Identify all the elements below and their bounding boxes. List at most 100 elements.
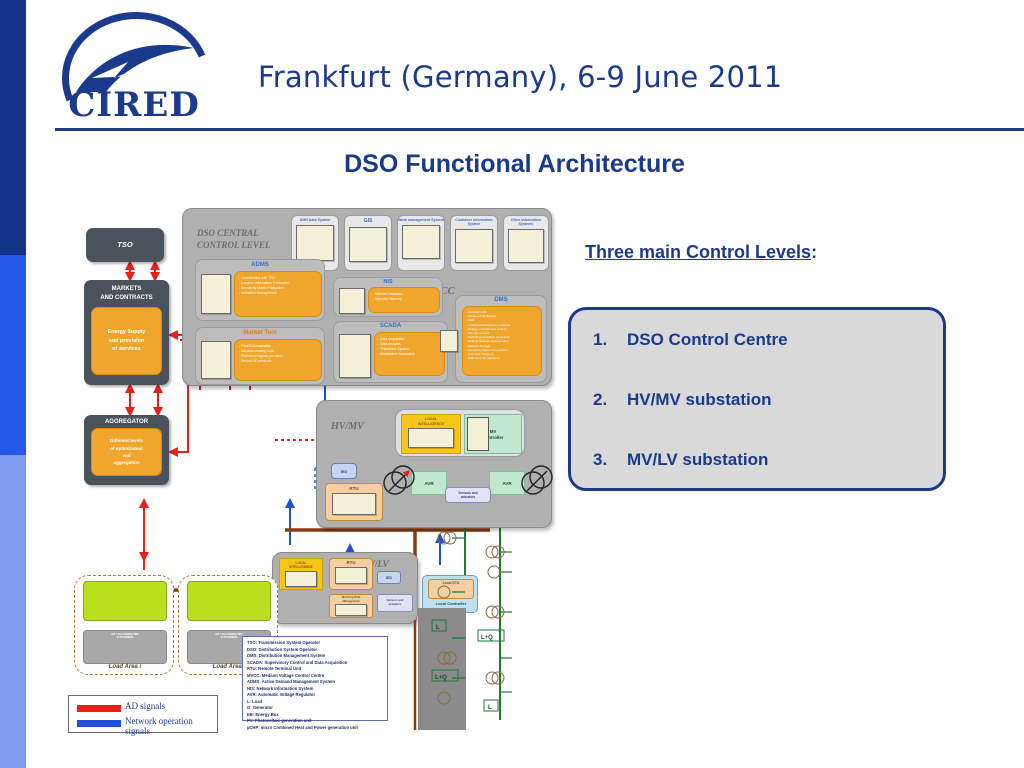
sidebar-band-mid <box>0 255 26 455</box>
load-area-j-label: Load Area j <box>212 664 246 670</box>
control-level-2-label: HV/MV substation <box>627 390 772 409</box>
signal-legend: AD signals Network operation signals <box>68 695 218 736</box>
abbr-item: PV: Photovoltaic generation unit <box>247 718 312 723</box>
abbreviation-legend: TSO: Transmission System Operator DSO: D… <box>242 636 388 730</box>
dms-title: DMS <box>494 297 508 303</box>
control-level-2-number: 2. <box>593 390 608 409</box>
abbr-item: AVR: Automatic Voltage Regulator <box>247 692 316 697</box>
scada-container: SCADA - Data Acquisition - Data Analysis… <box>333 321 448 383</box>
abbr-item: RTU: Remote Terminal Unit <box>247 666 302 671</box>
tso-label: TSO <box>117 240 133 249</box>
market-tool-workstation-icon <box>201 341 231 379</box>
dms-item: - Advanced Monitoring <box>466 314 496 319</box>
scada-item: - Telecontrol System <box>378 346 409 351</box>
nis-items: - Network Database - Network Planning <box>368 287 440 313</box>
dms-items: - Forecast tools - Advanced Monitoring -… <box>462 306 542 376</box>
aggregator-body: Different levels of optimization and agg… <box>91 428 162 476</box>
mvlv-metering-label: Metering Data Management <box>341 595 361 603</box>
markets-body: Energy Supply and provision of services <box>91 307 162 375</box>
svg-text:L: L <box>488 705 492 711</box>
hvmv-rtu-label: RTU <box>349 486 359 491</box>
svg-text:CIRED: CIRED <box>68 85 200 125</box>
adms-item: - Coordination with TSO <box>239 276 276 280</box>
hvmv-rtu: RTU <box>325 483 383 521</box>
ad-signals-swatch <box>77 705 121 712</box>
nis-item: - Network Planning <box>373 296 402 301</box>
dms-item: - Network Analysis <box>466 343 491 348</box>
mvlv-metering: Metering Data Management <box>329 594 373 618</box>
dso-central-control-panel: DSO CENTRAL CONTROL LEVEL MVCC AMR Data … <box>182 208 552 386</box>
dms-item: - Switching procedure application <box>466 335 511 340</box>
markets-title: MARKETS AND CONTRACTS <box>100 286 153 301</box>
mvlv-substation-panel: MV/LV LOCAL INTELLIGENCE RTU IED Meterin… <box>272 552 418 624</box>
control-level-1-number: 1. <box>593 330 608 349</box>
control-levels-box: 1.DSO Control Centre 2.HV/MV substation … <box>568 307 946 491</box>
load-area-i-sub: NOT AD-CONNECTED CUSTOMERS <box>111 633 139 640</box>
dms-item: - Load flow/Contingency Analysis <box>466 322 511 327</box>
other-information-systems-label: Other information Systems <box>510 218 542 226</box>
top-system-card: Customer Information System <box>450 215 498 271</box>
dms-item: - Forecast tools <box>466 310 487 314</box>
local-rtu: Local RTU <box>428 579 474 599</box>
abbr-item: DMS: Distribution Management System <box>247 653 326 658</box>
adms-container: ADMS - Coordination with TSO - Location … <box>195 259 325 321</box>
control-levels-heading-colon: : <box>811 242 818 262</box>
tso-box: TSO <box>86 228 164 262</box>
dms-item: - Sensitivity Matrix computation <box>466 347 508 352</box>
dms-item: - Volt-Var Control <box>466 330 489 335</box>
dms-container: DMS - Forecast tools - Advanced Monitori… <box>440 295 547 383</box>
control-level-1: 1. DSO Control Centre <box>593 330 788 350</box>
page-title: DSO Functional Architecture <box>344 150 685 178</box>
abbr-item: ADMS: Active Demand Management System <box>247 679 335 684</box>
hvmv-sensors: Sensors and actuators <box>445 487 491 503</box>
svg-text:L+Q: L+Q <box>435 675 447 681</box>
hvmv-mv-controller-label: MV Controller <box>482 429 504 440</box>
network-feeder-symbols: L L+Q L+Q L <box>413 531 512 730</box>
feeder-block <box>418 608 466 730</box>
mvlv-sensors: Sensors and actuators <box>377 594 413 612</box>
hvmv-local-intelligence-group: LOCAL INTELLIGENCE MV Controller <box>395 409 525 457</box>
hvmv-avr-left: AVR <box>411 471 447 495</box>
control-levels-heading: Three main Control Levels: <box>585 242 817 263</box>
sidebar-band-light <box>0 455 26 768</box>
market-tool-container: Market Tool - Price/Cost valuation - Dec… <box>195 327 325 385</box>
nis-item: - Network Database <box>373 292 403 296</box>
abbr-item: EB: Energy Box <box>247 711 279 717</box>
load-area-j-ad-customers <box>187 581 271 621</box>
svg-text:L: L <box>436 625 440 631</box>
load-area-i-label: Load Area i <box>108 664 142 670</box>
control-level-3: 3.MV/LV substation <box>593 450 768 470</box>
mvlv-local-intelligence-label: LOCAL INTELLIGENCE <box>289 561 313 570</box>
hvmv-label: HV/MV <box>331 421 364 432</box>
hvmv-local-intelligence-label: LOCAL INTELLIGENCE <box>417 417 445 426</box>
nis-workstation-icon <box>339 288 365 314</box>
scada-items: - Data Acquisition - Data Analysis - Tel… <box>374 332 445 376</box>
scada-item: - Data Analysis <box>378 341 401 346</box>
top-system-card: Work management System <box>397 215 445 271</box>
dms-item: - Real-Time AD Validation <box>466 356 501 361</box>
control-level-3-label: MV/LV substation <box>627 450 769 469</box>
top-system-card: Other information Systems <box>503 215 549 271</box>
adms-item: - Sensitivity Matrix Publication <box>239 285 285 290</box>
load-area-j-sub: NOT AD-CONNECTED CUSTOMERS <box>215 633 243 640</box>
hvmv-transformer-symbols <box>383 465 553 495</box>
scada-item: - Data Acquisition <box>378 337 405 341</box>
abbr-item: µCHP: micro Combined Heat and Power gene… <box>247 724 358 730</box>
abbr-item: SCADA: Supervisory Control and Data Acqu… <box>247 659 348 665</box>
market-tool-item: - Price/Cost valuation <box>239 344 272 348</box>
mvlv-label: MV/LV <box>361 559 389 569</box>
markets-box: MARKETS AND CONTRACTS Energy Supply and … <box>84 280 169 385</box>
market-tool-item: - Reference signals provision <box>239 353 283 358</box>
adms-item: - Location Information Publication <box>239 280 290 285</box>
network-signals-swatch <box>77 720 121 727</box>
market-tool-item: - Record AD products <box>239 358 272 363</box>
hvmv-ied: IED <box>331 463 357 479</box>
hvmv-avr-right: AVR <box>489 471 525 495</box>
scada-title: SCADA <box>379 323 402 329</box>
control-level-1-label: DSO Control Centre <box>627 330 788 349</box>
control-level-2: 2. HV/MV substation <box>593 390 772 410</box>
network-signals-label: Network operation signals <box>125 716 193 736</box>
hvmv-substation-panel: HV/MV LOCAL INTELLIGENCE MV Controller I… <box>316 400 553 528</box>
cired-logo: CIRED <box>62 12 212 125</box>
gis-label: GIS <box>363 218 373 224</box>
